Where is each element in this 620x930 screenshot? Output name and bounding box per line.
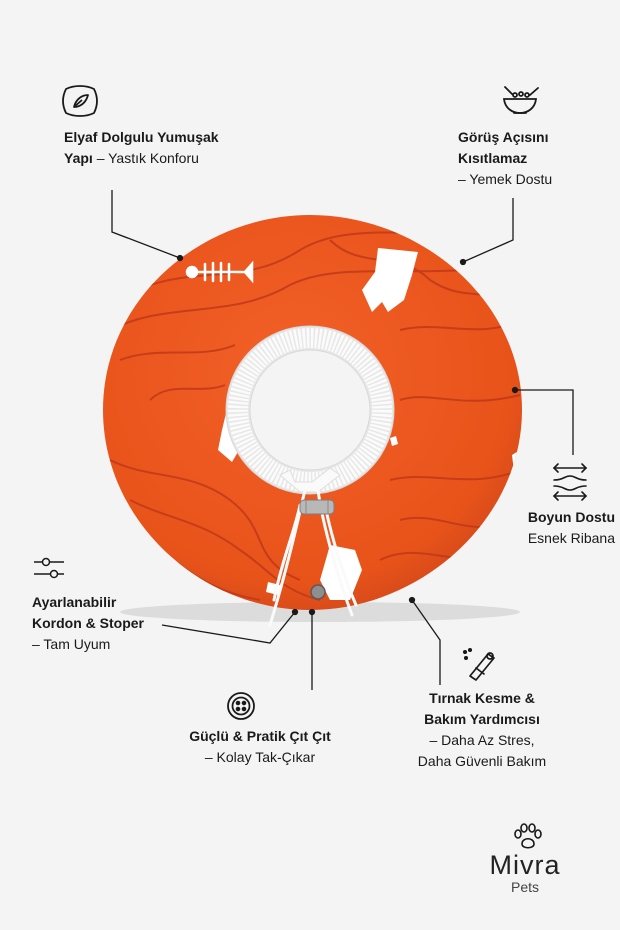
neck-ring [225,325,395,495]
feature-title-line: Bakım Yardımcısı [424,711,540,727]
leader-lines [111,190,574,690]
feature-subtitle: Esnek Ribana [527,530,615,546]
brand-logo: Mivra Pets [470,820,580,895]
feature-title-line: Elyaf Dolgulu Yumuşak [64,129,219,145]
feature-title-line: Tırnak Kesme & [429,690,535,706]
feature-viewing-angle: Görüş Açısını Kısıtlamaz – Yemek Dostu [420,127,600,190]
feature-title-line: Yapı [64,150,93,166]
feature-subtitle: – Tam Uyum [32,636,111,652]
feature-title-line: Kısıtlamaz [458,150,528,166]
feature-subtitle: – Daha Az Stres, [429,732,535,748]
pillow-icon [62,85,98,117]
feature-title-line: Görüş Açısını [458,129,549,145]
feature-subtitle: – Yemek Dostu [458,171,553,187]
brand-name: Mivra [489,850,561,880]
sliders-icon [34,557,64,579]
feature-subtitle: – Kolay Tak-Çıkar [204,749,316,765]
brand-tagline: Pets [510,879,539,895]
feature-title-line: Ayarlanabilir [32,594,117,610]
button-icon [227,692,255,720]
cord-stopper [299,499,335,515]
feature-title-line: Kordon & Stoper [32,615,144,631]
feature-subtitle: Daha Güvenli Bakım [417,753,547,769]
feature-subtitle: – Yastık Konforu [96,150,199,166]
feature-snap-button: Güçlü & Pratik Çıt Çıt – Kolay Tak-Çıkar [160,726,360,768]
feature-neck-friendly: Boyun Dostu Esnek Ribana [500,507,615,549]
paw-icon [514,823,542,849]
feature-nail-care: Tırnak Kesme & Bakım Yardımcısı – Daha A… [392,688,572,772]
stretch-arrows-icon [552,463,588,501]
snap-button [310,584,326,600]
bowl-icon [502,86,539,114]
feature-title: Boyun Dostu [527,509,615,525]
feature-title: Güçlü & Pratik Çıt Çıt [189,728,331,744]
feature-adjustable-cord: Ayarlanabilir Kordon & Stoper – Tam Uyum [32,592,192,655]
product-shadow [120,602,520,622]
cone-cushion [103,215,522,610]
feature-fiber-fill: Elyaf Dolgulu Yumuşak Yapı – Yastık Konf… [64,127,284,169]
nail-clipper-icon [462,647,495,681]
